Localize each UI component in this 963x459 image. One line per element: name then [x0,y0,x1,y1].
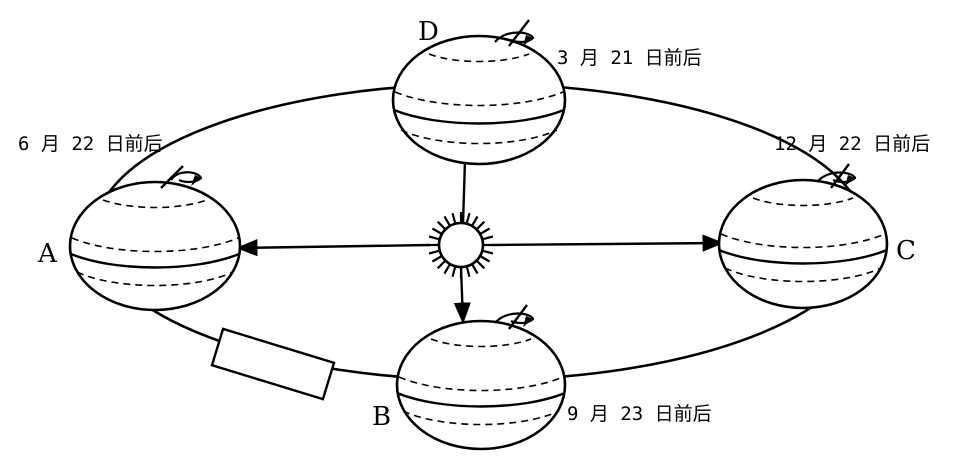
rotation-arrow-icon [494,304,535,330]
rotation-arrow-icon [494,19,535,47]
sun-ray [479,227,491,235]
label-letter-c: C [896,236,916,266]
sun-rays [428,212,494,278]
arrow-to-a [235,239,431,257]
sun-ray [436,259,447,270]
sun-ray [475,220,486,231]
sun-ray [479,255,491,263]
sun-ray [436,220,447,231]
earth-globe-c [717,163,889,310]
blank-box [210,327,336,401]
label-letter-b: B [372,402,391,432]
rotation-arrow-icon [160,165,203,189]
sun-ray [451,212,457,224]
sun-ray [428,249,440,255]
sun-ray [482,249,494,255]
sun-ray [443,215,451,227]
label-date-c: 12 月 22 日前后 [774,133,930,155]
label-letter-d: D [418,17,439,47]
label-date-d: 3 月 21 日前后 [557,47,702,69]
sun-ray [428,235,440,241]
arrow-to-c [491,234,725,252]
earth-globe-d [391,19,567,166]
label-date-b: 9 月 23 日前后 [567,403,712,425]
sun-ray [465,266,471,278]
sun-ray [451,266,457,278]
sun [428,212,494,278]
rotation-arrow-icon [816,163,857,189]
sun-ray [475,259,486,270]
sun-ray [482,235,494,241]
sun-ray [431,227,443,235]
sun-ray [443,263,451,275]
sun-ray [465,212,471,224]
sun-ray [471,263,479,275]
label-letter-a: A [37,239,58,269]
label-date-a: 6 月 22 日前后 [18,133,163,155]
sun-ray [431,255,443,263]
sun-ray [471,215,479,227]
earth-globe-a [68,165,242,312]
sun-disk [437,221,485,269]
earth-globe-b [395,304,567,451]
